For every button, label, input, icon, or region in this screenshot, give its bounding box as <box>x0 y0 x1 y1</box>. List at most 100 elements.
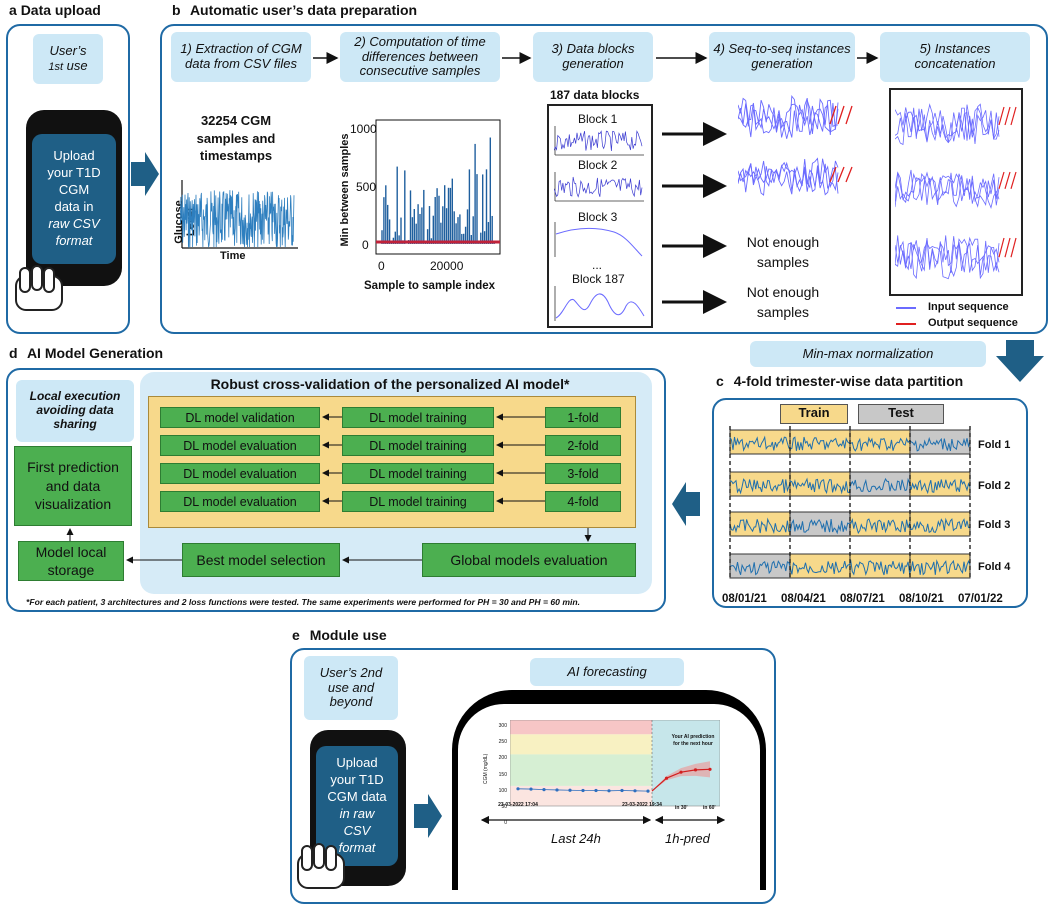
phone-line: format <box>338 839 376 855</box>
panel-letter: e <box>292 627 300 643</box>
block-label: Block 1 <box>578 112 618 126</box>
row-text: DL model training <box>369 494 467 509</box>
row-1-left: DL model validation <box>160 407 320 428</box>
target-zone <box>510 754 652 786</box>
upload-phone-screen[interactable]: Upload your T1D CGM data in raw CSV form… <box>32 134 116 264</box>
fold-label: Fold 4 <box>978 561 1011 573</box>
first-prediction-box: First prediction and data visualization <box>14 446 132 526</box>
plot-frame <box>375 119 501 255</box>
row-1-mid: DL model training <box>342 407 494 428</box>
train-legend: Train <box>780 404 848 424</box>
row-text: 2-fold <box>567 438 599 453</box>
block-2-plot <box>554 172 644 202</box>
row-1-fold: 1-fold <box>545 407 621 428</box>
panel-title: Automatic user’s data preparation <box>189 2 418 18</box>
row-text: DL model training <box>369 438 467 453</box>
row-4-left: DL model evaluation <box>160 491 320 512</box>
cv-title: Robust cross-validation of the personali… <box>210 376 570 392</box>
input-sequence <box>738 99 839 136</box>
input-sequence <box>895 240 1000 280</box>
row-text: DL model training <box>369 410 467 425</box>
step-4-box: 4) Seq-to-seq instances generation <box>709 32 855 82</box>
fold-segment <box>789 511 851 537</box>
fold-trace-group <box>729 477 971 495</box>
row-text: 4-fold <box>567 494 599 509</box>
block-label: Block 2 <box>578 158 618 172</box>
first-prediction-text: First prediction and data visualization <box>27 458 119 513</box>
input-sequence <box>738 157 839 189</box>
output-sequence <box>1004 106 1011 126</box>
arrow-down-icon <box>996 340 1044 382</box>
step-3-box: 3) Data blocks generation <box>533 32 653 82</box>
output-sequence <box>845 166 853 183</box>
timeline-arrows <box>480 815 726 825</box>
step-text: 4) Seq-to-seq instances generation <box>713 41 851 71</box>
output-sequence <box>998 237 1005 258</box>
best-model-box: Best model selection <box>182 543 340 577</box>
concat-group <box>895 235 1017 280</box>
step-5-box: 5) Instances concatenation <box>880 32 1030 82</box>
chart-ytick: 200 <box>498 755 507 762</box>
chart-ytick: 150 <box>498 771 507 778</box>
diff-ytick: 1000 <box>350 122 377 136</box>
date-tick: 08/10/21 <box>899 593 944 605</box>
step-text: 5) Instances concatenation <box>914 41 996 71</box>
panel-title: AI Model Generation <box>26 345 164 361</box>
prediction-point <box>679 770 683 774</box>
last24-label: Last 24h <box>551 831 601 846</box>
hand-icon <box>15 265 63 311</box>
glucose-plot <box>180 180 298 249</box>
cloud-line: 1st use <box>48 58 88 74</box>
input-sequence <box>895 106 1000 143</box>
best-model-text: Best model selection <box>196 552 326 568</box>
output-sequence <box>1004 171 1011 189</box>
cloud-word: use <box>66 58 88 73</box>
concat-group <box>895 103 1017 146</box>
row-3-mid: DL model training <box>342 463 494 484</box>
fold-trace <box>729 477 971 495</box>
output-sequence <box>1004 237 1011 258</box>
x-start-label: 23-03-2022 17:04 <box>498 802 538 808</box>
chart-ytick: 250 <box>498 739 507 746</box>
row-text: DL model evaluation <box>183 494 297 509</box>
diff-ytick: 500 <box>356 180 377 194</box>
panel-title: 4-fold trimester-wise data partition <box>733 373 964 389</box>
history-point <box>646 789 650 793</box>
row-text: 3-fold <box>567 466 599 481</box>
panel-title: Data upload <box>20 2 101 18</box>
hyper-zone <box>510 720 652 735</box>
input-sequence <box>738 161 839 193</box>
row-3-fold: 3-fold <box>545 463 621 484</box>
output-sequence <box>837 105 845 125</box>
cloud-line: User’s 2nd <box>319 664 383 680</box>
phone-line: your T1D <box>47 165 101 181</box>
pred1h-label: 1h-pred <box>665 831 710 846</box>
output-sequence <box>1010 106 1017 126</box>
phone-line: Upload <box>53 148 95 164</box>
diff-xlabel: Sample to sample index <box>364 280 496 292</box>
date-tick: 08/01/21 <box>722 593 767 605</box>
x-60-label: in 60' <box>703 805 716 811</box>
panel-a-label: a Data upload <box>9 2 101 18</box>
chart-frame <box>510 720 720 807</box>
x-30-label: in 30' <box>675 805 688 811</box>
input-sequence <box>738 104 839 139</box>
row-text: DL model validation <box>185 410 295 425</box>
chart-ytick: 50 <box>501 804 507 811</box>
input-sequence <box>738 166 839 196</box>
chart-ytick: 100 <box>498 787 507 794</box>
phone-line: Upload <box>336 755 378 771</box>
fold-trace <box>729 517 971 535</box>
phone-line: data in <box>54 199 94 214</box>
step-text: 1) Extraction of CGM data from CSV files <box>180 41 302 71</box>
panel-e-label: e Module use <box>292 627 387 643</box>
diff-plot <box>375 119 501 255</box>
local-storage-box: Model local storage <box>18 541 124 581</box>
local-execution-cloud: Local execution avoiding data sharing <box>16 380 134 442</box>
date-tick: 07/01/22 <box>958 593 1003 605</box>
fold-label: Fold 1 <box>978 439 1011 451</box>
concatenated-instances <box>895 103 1017 280</box>
output-sequence <box>845 105 853 125</box>
